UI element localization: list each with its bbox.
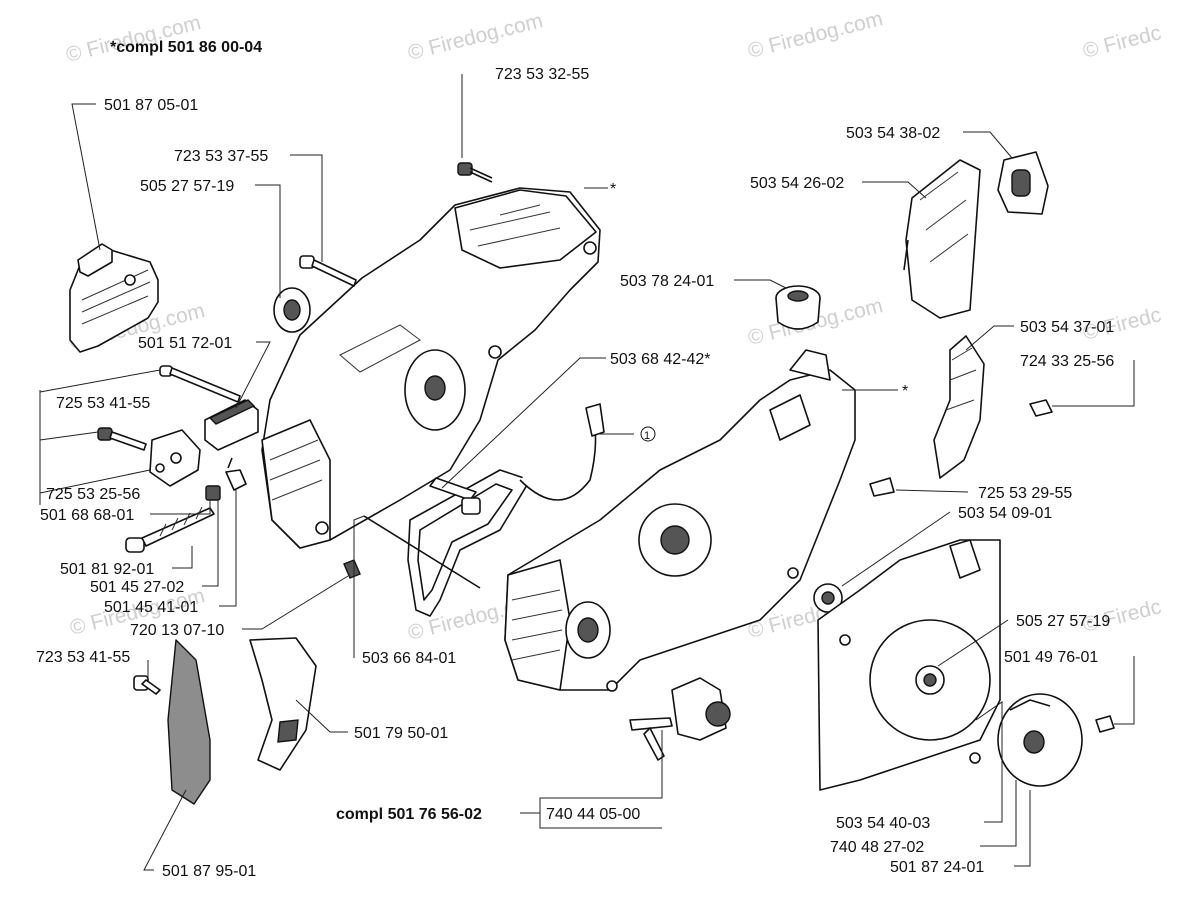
screw-mid-drawing (869, 477, 895, 497)
part-label: 501 79 50-01 (354, 725, 448, 742)
labels-layer: *compl 501 86 00-04 compl 501 76 56-02 7… (36, 39, 1114, 880)
pin-drawing (343, 559, 361, 579)
clutch-cover-drawing (997, 693, 1083, 787)
long-bolt-drawing (125, 506, 215, 553)
part-label: 503 54 38-02 (846, 125, 940, 142)
part-label: 503 68 42-42* (610, 351, 711, 368)
part-label: 501 45 41-01 (104, 599, 198, 616)
duct-drawing (903, 159, 981, 319)
star-marker: * (902, 383, 908, 400)
long-screw-drawing (299, 255, 357, 287)
part-label: 501 87 05-01 (104, 97, 198, 114)
part-label: 724 33 25-56 (1020, 353, 1114, 370)
part-label: 501 68 68-01 (40, 507, 134, 524)
small-nut-drawing (205, 457, 247, 501)
part-label: 501 51 72-01 (138, 335, 232, 352)
bolt-drawing (159, 365, 241, 403)
part-label: 725 53 29-55 (978, 485, 1072, 502)
circle-marker (640, 426, 656, 442)
leader-lines (39, 74, 1135, 871)
block-drawing (204, 399, 259, 451)
seal-drawing (273, 287, 311, 333)
circle-marker-label: 1 (644, 430, 650, 442)
part-label: 503 54 26-02 (750, 175, 844, 192)
bracket-drawing (149, 429, 201, 487)
oil-pump-drawing (629, 677, 731, 761)
part-label: 505 27 57-19 (140, 178, 234, 195)
assembly-label-bottom: compl 501 76 56-02 (336, 806, 482, 823)
part-label: 503 54 09-01 (958, 505, 1052, 522)
part-label: 740 44 05-00 (546, 806, 640, 823)
part-label: 725 53 41-55 (56, 395, 150, 412)
cover-plate-drawing (817, 539, 1001, 791)
screw-drawing (457, 162, 493, 183)
star-marker: * (610, 181, 616, 198)
side-cover-drawing (167, 639, 211, 805)
guide-plate-drawing (69, 243, 159, 353)
screw-bottom-left-drawing (133, 675, 161, 695)
part-label: 740 48 27-02 (830, 839, 924, 856)
deflector-drawing (933, 335, 985, 479)
part-label: 503 78 24-01 (620, 273, 714, 290)
screw-small-right-drawing (1095, 715, 1115, 733)
part-label: 503 54 40-03 (836, 815, 930, 832)
grommet-drawing (813, 583, 843, 613)
bar-plate-drawing (249, 637, 317, 771)
part-label: 501 45 27-02 (90, 579, 184, 596)
watermark: © Firedog.com (746, 7, 885, 63)
assembly-label-top: *compl 501 86 00-04 (110, 39, 262, 56)
cap-drawing (775, 285, 821, 330)
small-screw-drawing (97, 427, 147, 451)
part-label: 725 53 25-56 (46, 486, 140, 503)
part-label: 501 49 76-01 (1004, 649, 1098, 666)
part-label: 501 87 95-01 (162, 863, 256, 880)
part-label: 501 81 92-01 (60, 561, 154, 578)
left-crankcase-drawing (261, 187, 601, 549)
right-crankcase-drawing (504, 349, 856, 692)
watermark: © Firedog.com (406, 9, 545, 65)
watermark: © Firedc (1081, 21, 1164, 63)
part-label: 501 87 24-01 (890, 859, 984, 876)
part-label: 720 13 07-10 (130, 622, 224, 639)
part-label: 723 53 37-55 (174, 148, 268, 165)
gasket-drawing (363, 403, 605, 617)
part-label: 503 66 84-01 (362, 650, 456, 667)
part-label: 505 27 57-19 (1016, 613, 1110, 630)
part-label: 723 53 32-55 (495, 66, 589, 83)
part-label: 503 54 37-01 (1020, 319, 1114, 336)
screw-right-drawing (1029, 399, 1053, 417)
part-label: 723 53 41-55 (36, 649, 130, 666)
rubber-gasket-drawing (997, 151, 1049, 215)
